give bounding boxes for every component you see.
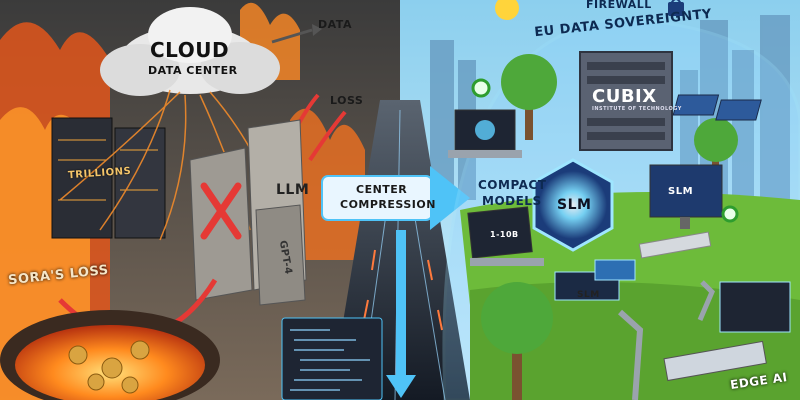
cloud-shape <box>100 7 280 96</box>
firewall-label: FIREWALL <box>586 0 652 11</box>
red-x-icon <box>200 182 242 240</box>
down-arrow-icon <box>386 230 416 398</box>
trees <box>481 54 738 400</box>
monitor-right <box>649 164 723 229</box>
cloud-subtitle: DATA CENTER <box>148 64 238 77</box>
keyboard <box>638 231 712 259</box>
sun-icon <box>495 0 519 20</box>
data-arrow-icon <box>271 28 313 44</box>
road-dashes <box>363 249 443 331</box>
laptop-bottom <box>467 206 544 266</box>
cubix-subtitle: INSTITUTE OF TECHNOLOGY <box>592 106 682 112</box>
slm-monitor-label: SLM <box>668 186 694 197</box>
servers-left <box>51 117 166 239</box>
slm-chip-board <box>554 259 636 301</box>
lock-icon <box>668 0 684 16</box>
models-label: MODELS <box>482 194 542 208</box>
slm-chip-label: SLM <box>577 290 600 300</box>
code-panel <box>281 317 383 400</box>
loss-label: LOSS <box>330 94 364 107</box>
slm-center-label: SLM <box>557 197 592 213</box>
cloud-title: CLOUD <box>150 38 230 62</box>
fire-pit <box>0 310 220 400</box>
solar-panels <box>672 94 762 121</box>
compression-arrow-icon <box>321 166 470 230</box>
edge-devices <box>617 280 791 400</box>
cubix-logo: CUBIX <box>592 86 657 107</box>
server-tower <box>579 51 673 151</box>
center-label: CENTER <box>356 183 408 196</box>
compact-label: COMPACT <box>478 178 547 192</box>
size-label: 1-10B <box>490 230 519 239</box>
data-label: DATA <box>318 18 352 31</box>
check-icons <box>471 78 739 223</box>
laptop-top <box>448 109 522 158</box>
compression-label: COMPRESSION <box>340 198 436 211</box>
llm-label: LLM <box>276 182 310 198</box>
